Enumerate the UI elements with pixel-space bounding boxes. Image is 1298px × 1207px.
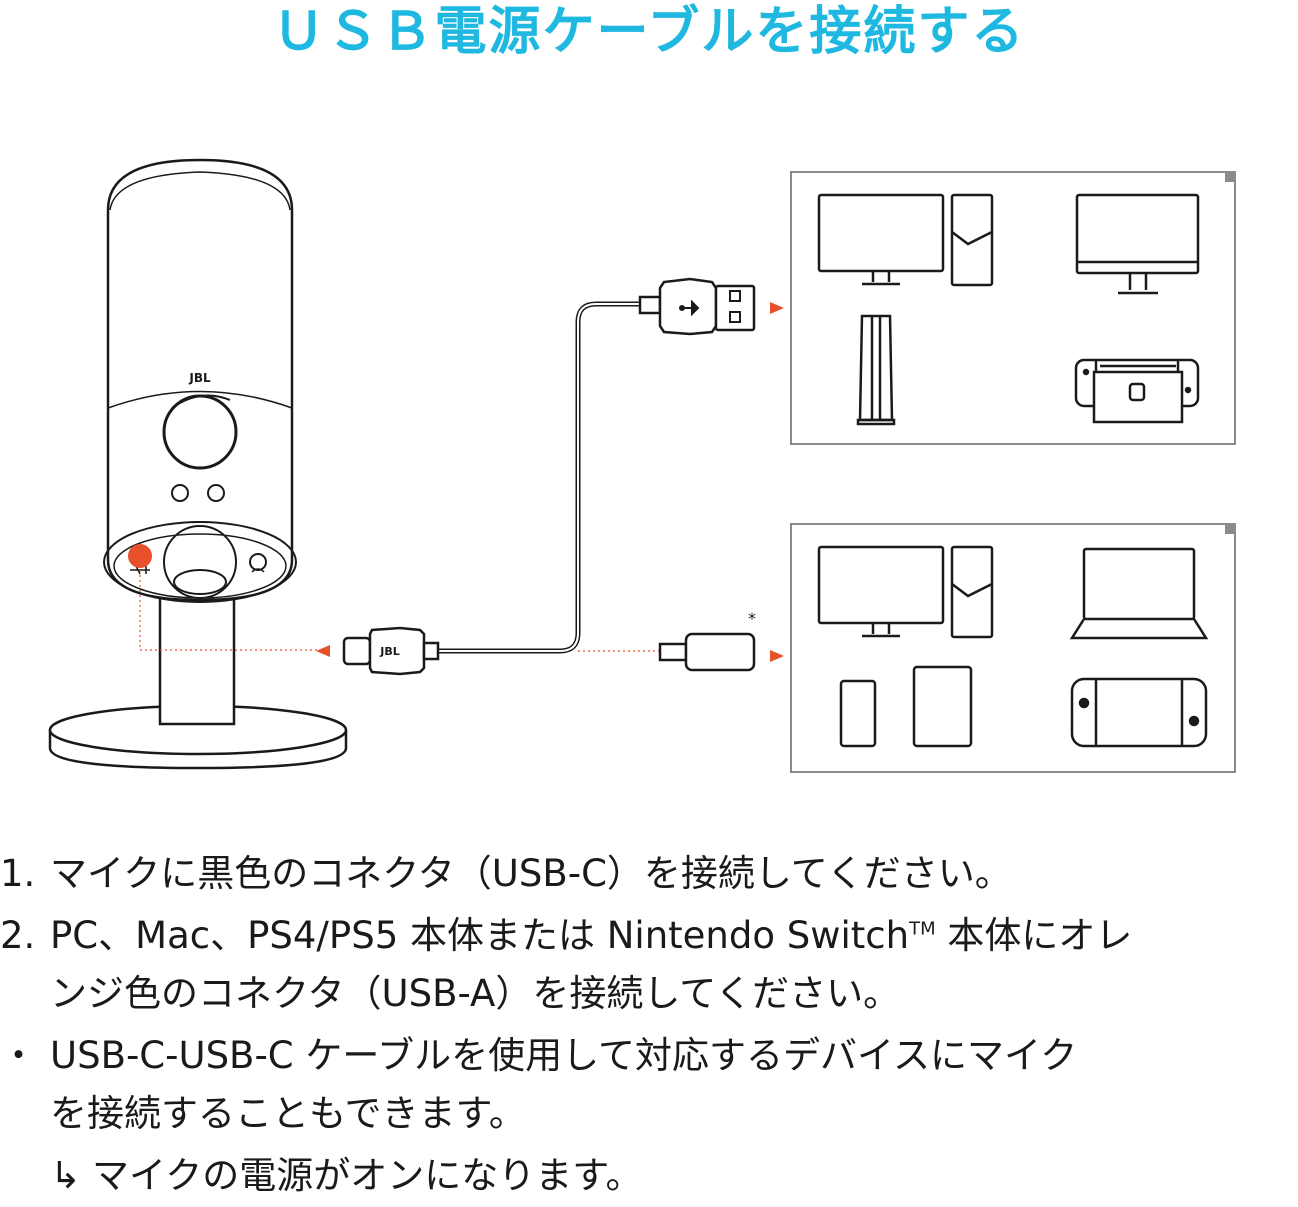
preset-button-icon (207, 484, 225, 502)
mic-body (103, 158, 297, 603)
step-2-text-a: PC、Mac、PS4/PS5 本体または Nintendo Switch (50, 914, 910, 957)
mac-icon (1075, 193, 1200, 295)
step-2: 2. PC、Mac、PS4/PS5 本体または Nintendo SwitchT… (0, 907, 1298, 1023)
connection-diagram: JBL JBL * (48, 158, 1236, 773)
step-1: 1. マイクに黒色のコネクタ（USB-C）を接続してください。 (0, 845, 1298, 903)
nintendo-switch-icon (1070, 677, 1208, 748)
step-2-number: 2. (0, 914, 36, 957)
arrow-right-icon (770, 650, 784, 662)
headphone-jack-icon (249, 553, 267, 571)
step-1-text: マイクに黒色のコネクタ（USB-C）を接続してください。 (50, 852, 1012, 895)
nintendo-switch-docked-icon (1074, 358, 1200, 424)
footnote-asterisk: * (748, 609, 756, 628)
pc-icon (817, 193, 994, 287)
note-text-line1: USB-C-USB-C ケーブルを使用して対応するデバイスにマイク (50, 1034, 1078, 1077)
note-text-line2: を接続することもできます。 (50, 1092, 526, 1135)
mic-base (48, 704, 348, 770)
usb-c-port-highlight (128, 544, 152, 568)
smartphone-icon (839, 679, 877, 748)
result-arrow-icon: ↳ (50, 1154, 82, 1197)
port-guide-line (139, 570, 318, 651)
mic-brand-logo: JBL (188, 371, 211, 385)
result-note: ↳ マイクの電源がオンになります。 (0, 1147, 1298, 1205)
usb-c-connector (342, 626, 440, 676)
page-title: ＵＳＢ電源ケーブルを接続する (272, 2, 1026, 62)
instructions: 1. マイクに黒色のコネクタ（USB-C）を接続してください。 2. PC、Ma… (0, 845, 1298, 1205)
mic-stem (158, 588, 236, 726)
step-2-text-line2: ンジ色のコネクタ（USB-A）を接続してください。 (50, 972, 901, 1015)
trademark-mark: TM (909, 918, 936, 940)
usb-c-alt-connector (658, 632, 756, 672)
usb-a-connector (638, 277, 756, 336)
arrow-left-icon (316, 645, 330, 657)
device-panel-usb-c (790, 523, 1236, 773)
laptop-icon (1069, 547, 1209, 640)
microphone-illustration (48, 158, 348, 770)
arrow-right-icon (770, 302, 784, 314)
tablet-icon (912, 665, 973, 748)
note-bullet: ・ USB-C-USB-C ケーブルを使用して対応するデバイスにマイク を接続す… (0, 1027, 1298, 1143)
playstation-icon (856, 314, 896, 426)
usb-cable (438, 301, 660, 654)
result-text: マイクの電源がオンになります。 (92, 1154, 643, 1197)
mute-button-icon (171, 484, 189, 502)
cable-brand-logo: JBL (379, 645, 400, 658)
step-2-text-b: 本体にオレ (935, 914, 1133, 957)
step-1-number: 1. (0, 852, 36, 895)
bullet-marker: ・ (0, 1034, 37, 1077)
pc-icon (817, 545, 994, 639)
device-panel-usb-a (790, 171, 1236, 445)
